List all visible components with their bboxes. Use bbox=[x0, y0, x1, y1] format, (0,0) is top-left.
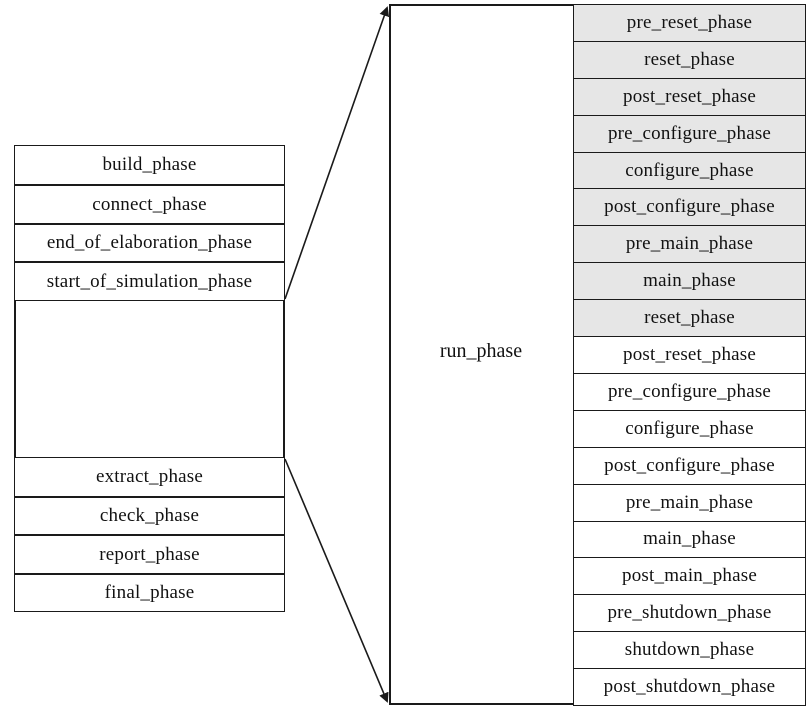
run-subphase-pre-configure-phase: pre_configure_phase bbox=[573, 114, 806, 153]
run-subphase-post-configure-phase: post_configure_phase bbox=[573, 188, 806, 227]
phase-build: build_phase bbox=[14, 145, 285, 185]
run-subphase-configure-phase: configure_phase bbox=[573, 151, 806, 190]
run-phase-label: run_phase bbox=[439, 340, 523, 362]
run-subphase-reset-phase: reset_phase bbox=[573, 40, 806, 79]
run-subphase-pre-shutdown-phase: pre_shutdown_phase bbox=[573, 594, 806, 633]
arrow-up-to-run-phase-top bbox=[284, 6, 390, 300]
run-subphase-main-phase: main_phase bbox=[573, 262, 806, 301]
run-subphase-pre-configure-phase: pre_configure_phase bbox=[573, 372, 806, 411]
run-subphase-main-phase: main_phase bbox=[573, 520, 806, 559]
phase-extract: extract_phase bbox=[14, 457, 285, 497]
phase-final: final_phase bbox=[14, 574, 285, 612]
phase-start-of-simulation: start_of_simulation_phase bbox=[14, 262, 285, 301]
run-subphase-shutdown-phase: shutdown_phase bbox=[573, 631, 806, 670]
run-subphase-post-main-phase: post_main_phase bbox=[573, 557, 806, 596]
run-subphase-pre-main-phase: pre_main_phase bbox=[573, 225, 806, 264]
phase-report: report_phase bbox=[14, 535, 285, 574]
phase-end-of-elaboration: end_of_elaboration_phase bbox=[14, 224, 285, 262]
run-subphase-post-configure-phase: post_configure_phase bbox=[573, 446, 806, 485]
arrow-down-to-run-phase-bottom bbox=[284, 458, 389, 703]
run-subphase-post-reset-phase: post_reset_phase bbox=[573, 336, 806, 374]
run-subphase-post-reset-phase: post_reset_phase bbox=[573, 77, 806, 116]
run-subphase-reset-phase: reset_phase bbox=[573, 299, 806, 338]
run-subphase-post-shutdown-phase: post_shutdown_phase bbox=[573, 668, 806, 706]
phase-check: check_phase bbox=[14, 497, 285, 535]
phase-connect: connect_phase bbox=[14, 185, 285, 224]
run-subphase-pre-main-phase: pre_main_phase bbox=[573, 483, 806, 522]
run-subphase-configure-phase: configure_phase bbox=[573, 409, 806, 448]
run-subphase-pre-reset-phase: pre_reset_phase bbox=[573, 4, 806, 42]
